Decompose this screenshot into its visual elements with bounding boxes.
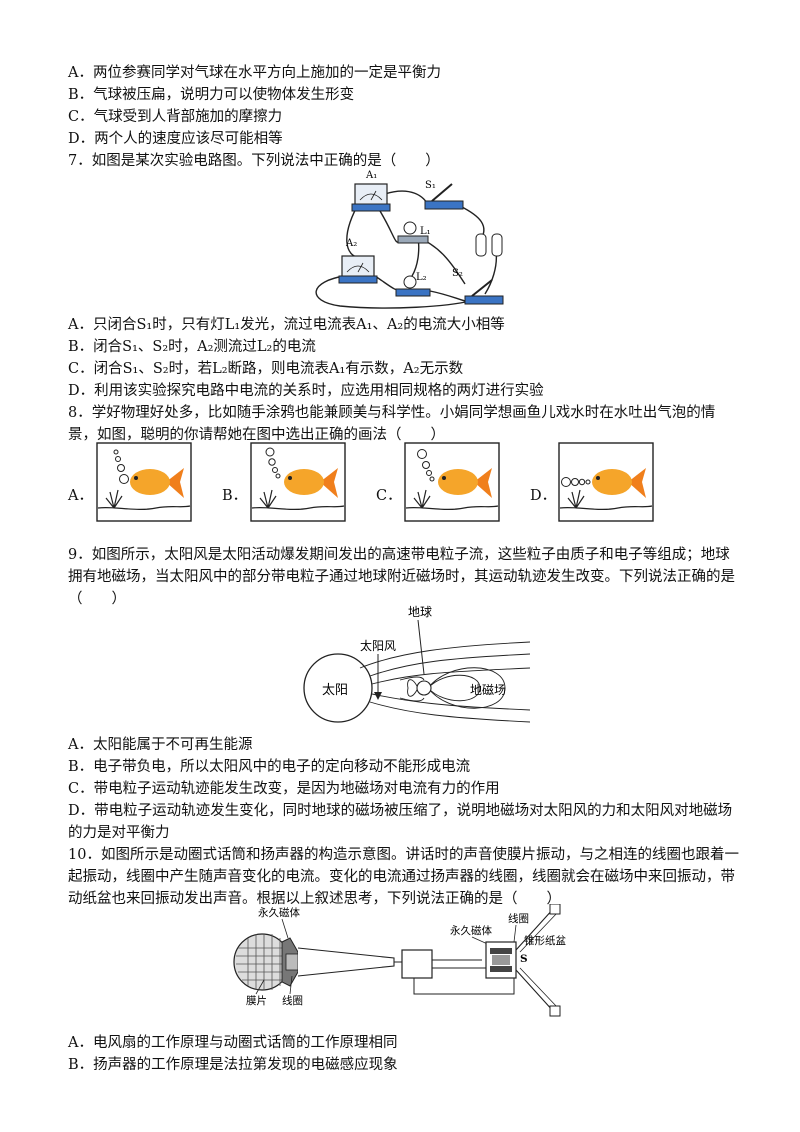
battery bbox=[475, 233, 503, 257]
ammeter-a1 bbox=[351, 183, 391, 212]
q7-stem: 7．如图是某次实验电路图。下列说法中正确的是（ ） bbox=[68, 153, 440, 169]
q9-stem-line2: 拥有地磁场，当太阳风中的部分带电粒子通过地球附近磁场时，其运动轨迹发生改变。下列… bbox=[68, 569, 735, 585]
goldfish-icon bbox=[592, 468, 646, 498]
q7-option-b: B．闭合S₁、S₂时，A₂测流过L₂的电流 bbox=[68, 339, 316, 355]
q8-stem-line1: 8．学好物理好处多，比如随手涂鸦也能兼顾美与科学性。小娟同学想画鱼儿戏水时在水吐… bbox=[68, 405, 716, 421]
label-earth: 地球 bbox=[408, 605, 432, 619]
label-speaker-magnet: 永久磁体 bbox=[450, 924, 492, 937]
fish-panel-a bbox=[96, 442, 192, 522]
q6-option-c: C．气球受到人背部施加的摩擦力 bbox=[68, 109, 283, 125]
q10-stem-line1: 10．如图所示是动圈式话筒和扬声器的构造示意图。讲话时的声音使膜片振动，与之相连… bbox=[68, 847, 739, 863]
q9-option-a: A．太阳能属于不可再生能源 bbox=[68, 737, 253, 753]
q6-option-a: A．两位参赛同学对气球在水平方向上施加的一定是平衡力 bbox=[68, 65, 441, 81]
switch-s1 bbox=[424, 183, 464, 210]
q10-stem-line2: 起振动，线圈中产生随声音变化的电流。变化的电流通过扬声器的线圈，线圈就会在磁场中… bbox=[68, 869, 735, 885]
q9-stem-line1: 9．如图所示，太阳风是太阳活动爆发期间发出的高速带电粒子流，这些粒子由质子和电子… bbox=[68, 547, 730, 563]
q7-option-a: A．只闭合S₁时，只有灯L₁发光，流过电流表A₁、A₂的电流大小相等 bbox=[68, 317, 505, 333]
label-l2: L₂ bbox=[416, 272, 427, 283]
q8-option-d-label: D． bbox=[530, 488, 557, 504]
q10-option-b: B．扬声器的工作原理是法拉第发现的电磁感应现象 bbox=[68, 1057, 398, 1073]
label-mic-magnet: 永久磁体 bbox=[258, 906, 300, 919]
lamp-l1 bbox=[397, 221, 429, 244]
q6-option-d: D．两个人的速度应该尽可能相等 bbox=[68, 131, 283, 147]
q10-stem-line3: 动纸盆也来回振动发出声音。根据以上叙述思考，下列说法正确的是（ ） bbox=[68, 891, 561, 907]
q8-option-b-label: B． bbox=[222, 488, 248, 504]
label-a2: A₂ bbox=[345, 238, 357, 249]
label-magnetic-field: 地磁场 bbox=[470, 682, 506, 697]
q8-option-a-label: A． bbox=[68, 488, 93, 504]
q9-option-b: B．电子带负电，所以太阳风中的电子的定向移动不能形成电流 bbox=[68, 759, 471, 775]
label-s1: S₁ bbox=[425, 180, 436, 191]
microphone-speaker-figure: 永久磁体 膜片 线圈 永久磁体 线圈 S 锥形纸盆 bbox=[233, 904, 566, 1017]
switch-s2 bbox=[464, 279, 504, 305]
fish-panel-b bbox=[250, 442, 346, 522]
label-sun: 太阳 bbox=[322, 683, 348, 698]
label-diaphragm: 膜片 bbox=[246, 994, 267, 1007]
q9-stem-line3: （ ） bbox=[68, 591, 126, 607]
speaker-cone-icon bbox=[515, 904, 561, 1017]
label-a1: A₁ bbox=[365, 170, 377, 181]
ammeter-a2 bbox=[338, 255, 378, 284]
q8-stem-line2: 景，如图，聪明的你请帮她在图中选出正确的画法（ ） bbox=[68, 427, 445, 443]
sun-icon bbox=[303, 653, 373, 723]
microphone-head-icon bbox=[233, 933, 291, 991]
speaker-magnet-icon bbox=[485, 941, 517, 979]
goldfish-icon bbox=[438, 468, 492, 498]
lamp-l2 bbox=[395, 275, 431, 297]
label-l1: L₁ bbox=[420, 226, 431, 237]
label-s-pole: S bbox=[520, 953, 528, 965]
label-s2: S₂ bbox=[452, 268, 463, 279]
goldfish-icon bbox=[284, 468, 338, 498]
earth-icon bbox=[416, 680, 432, 696]
q7-option-d: D．利用该实验探究电路中电流的关系时，应选用相同规格的两灯进行实验 bbox=[68, 383, 544, 399]
label-speaker-coil: 线圈 bbox=[508, 912, 529, 925]
q6-option-b: B．气球被压扁，说明力可以使物体发生形变 bbox=[68, 87, 355, 103]
solar-wind-figure: 地球 太阳风 太阳 地磁场 bbox=[303, 605, 531, 723]
fish-panel-d bbox=[558, 442, 654, 522]
q9-option-d-line1: D．带电粒子运动轨迹发生变化，同时地球的磁场被压缩了，说明地磁场对太阳风的力和太… bbox=[68, 803, 733, 819]
q9-option-c: C．带电粒子运动轨迹能发生改变，是因为地磁场对电流有力的作用 bbox=[68, 781, 500, 797]
label-cone: 锥形纸盆 bbox=[524, 934, 566, 947]
fish-panel-c bbox=[404, 442, 500, 522]
goldfish-icon bbox=[130, 468, 184, 498]
q10-option-a: A．电风扇的工作原理与动圈式话筒的工作原理相同 bbox=[68, 1035, 398, 1051]
circuit-figure: A₁ A₂ S₁ L₁ L₂ S₂ bbox=[315, 170, 504, 309]
label-mic-coil: 线圈 bbox=[282, 994, 303, 1007]
q7-option-c: C．闭合S₁、S₂时，若L₂断路，则电流表A₁有示数，A₂无示数 bbox=[68, 361, 464, 377]
label-solar-wind: 太阳风 bbox=[360, 638, 396, 653]
q8-option-c-label: C． bbox=[376, 488, 402, 504]
amplifier-box bbox=[401, 949, 433, 979]
q9-option-d-line2: 的力是对平衡力 bbox=[68, 825, 170, 841]
